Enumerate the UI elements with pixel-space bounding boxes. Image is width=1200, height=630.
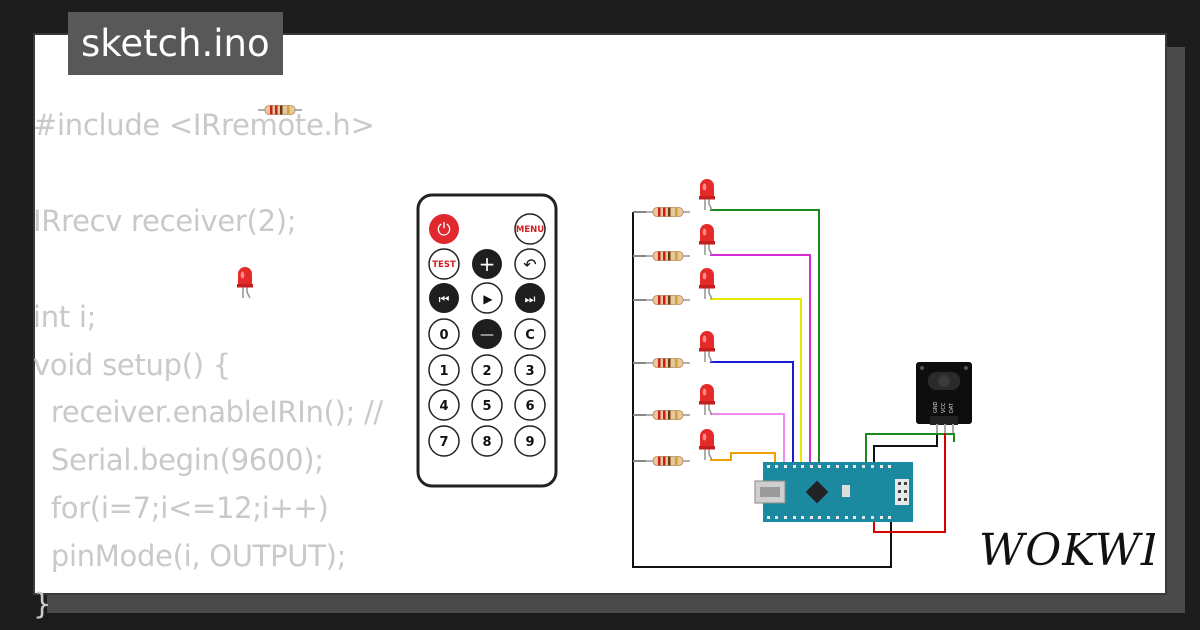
- resistor[interactable]: [645, 409, 691, 421]
- wokwi-logo: WOKWI: [979, 525, 1155, 576]
- led[interactable]: [698, 223, 716, 256]
- wire-led5[interactable]: [710, 413, 785, 466]
- remote-button-menu[interactable]: MENU: [514, 213, 546, 245]
- code-preview: #include <IRremote.h> IRrecv receiver(2)…: [33, 102, 383, 629]
- svg-text:6: 6: [525, 399, 534, 414]
- wire-ir-gnd[interactable]: [873, 428, 938, 466]
- remote-button-power[interactable]: ⏻: [429, 214, 459, 244]
- remote-button-minus[interactable]: —: [472, 319, 502, 349]
- remote-button-c[interactable]: C: [514, 318, 546, 350]
- wire-ir-data[interactable]: [873, 428, 946, 533]
- led[interactable]: [698, 383, 716, 416]
- svg-text:9: 9: [525, 435, 534, 450]
- remote-button-back[interactable]: ↶: [514, 248, 546, 280]
- remote-button-prev[interactable]: ⏮: [429, 283, 459, 313]
- code-line: int i;: [33, 299, 97, 334]
- remote-button-1[interactable]: 1: [428, 354, 460, 386]
- wire-led2[interactable]: [710, 254, 811, 466]
- remote-button-3[interactable]: 3: [514, 354, 546, 386]
- remote-button-9[interactable]: 9: [514, 425, 546, 457]
- code-line: #include <IRremote.h>: [33, 108, 375, 142]
- resistor[interactable]: [645, 294, 691, 306]
- svg-text:3: 3: [525, 364, 534, 379]
- svg-text:GND: GND: [933, 401, 939, 413]
- resistor[interactable]: [645, 250, 691, 262]
- wire-led3[interactable]: [710, 298, 802, 466]
- wire-led4[interactable]: [710, 361, 794, 466]
- code-line: receiver.enableIRIn(); //: [33, 395, 383, 430]
- ir-remote[interactable]: ⏻ MENU TEST + ↶ ⏮ ▶ ⏭: [416, 193, 558, 488]
- back-icon: ↶: [523, 255, 536, 274]
- remote-button-8[interactable]: 8: [471, 425, 503, 457]
- minus-icon: —: [480, 327, 494, 343]
- remote-button-test[interactable]: TEST: [428, 248, 460, 280]
- svg-text:7: 7: [439, 435, 448, 450]
- remote-button-5[interactable]: 5: [471, 389, 503, 421]
- remote-button-0[interactable]: 0: [428, 318, 460, 350]
- svg-text:1: 1: [439, 364, 448, 379]
- next-icon: ⏭: [525, 292, 536, 306]
- remote-button-2[interactable]: 2: [471, 354, 503, 386]
- resistor[interactable]: [645, 206, 691, 218]
- previous-icon: ⏮: [439, 292, 450, 306]
- ir-receiver[interactable]: GND VCC DAT: [916, 362, 972, 433]
- svg-text:8: 8: [482, 435, 491, 450]
- arduino-nano[interactable]: [754, 462, 913, 522]
- wire-gnd-rail[interactable]: [632, 212, 892, 568]
- svg-text:4: 4: [439, 399, 448, 414]
- remote-button-plus[interactable]: +: [472, 249, 502, 279]
- code-line: pinMode(i, OUTPUT);: [33, 539, 347, 574]
- sketch-title[interactable]: sketch.ino: [68, 12, 283, 75]
- wire-resistor-leads: [633, 211, 650, 462]
- wire-led6[interactable]: [710, 452, 776, 466]
- plus-icon: +: [479, 252, 496, 276]
- play-icon: ▶: [483, 292, 493, 306]
- resistor[interactable]: [645, 455, 691, 467]
- wires: [632, 209, 955, 568]
- code-line: }: [33, 587, 52, 622]
- wire-ir-vcc[interactable]: [865, 433, 955, 466]
- remote-button-6[interactable]: 6: [514, 389, 546, 421]
- microcontroller-chip: [805, 480, 829, 504]
- resistor[interactable]: [645, 357, 691, 369]
- wire-led1[interactable]: [710, 209, 820, 466]
- svg-text:2: 2: [482, 364, 491, 379]
- svg-text:TEST: TEST: [432, 260, 456, 270]
- svg-text:0: 0: [439, 328, 448, 343]
- power-icon: ⏻: [437, 220, 451, 240]
- svg-text:VCC: VCC: [941, 402, 947, 413]
- led[interactable]: [698, 267, 716, 300]
- svg-text:C: C: [525, 328, 535, 343]
- remote-button-4[interactable]: 4: [428, 389, 460, 421]
- code-line: for(i=7;i<=12;i++): [33, 491, 329, 526]
- remote-button-7[interactable]: 7: [428, 425, 460, 457]
- svg-text:5: 5: [482, 399, 491, 414]
- svg-text:WOKWI: WOKWI: [979, 525, 1155, 576]
- led[interactable]: [698, 428, 716, 461]
- led[interactable]: [698, 330, 716, 363]
- remote-button-next[interactable]: ⏭: [515, 283, 545, 313]
- preview-card: [33, 33, 1167, 595]
- resistor[interactable]: [257, 104, 303, 116]
- remote-button-play[interactable]: ▶: [471, 282, 503, 314]
- code-line: IRrecv receiver(2);: [33, 203, 297, 238]
- led[interactable]: [236, 266, 254, 299]
- led[interactable]: [698, 178, 716, 211]
- code-line: Serial.begin(9600);: [33, 443, 324, 478]
- code-line: void setup() {: [33, 347, 231, 382]
- svg-text:MENU: MENU: [516, 225, 544, 235]
- svg-text:DAT: DAT: [949, 402, 955, 413]
